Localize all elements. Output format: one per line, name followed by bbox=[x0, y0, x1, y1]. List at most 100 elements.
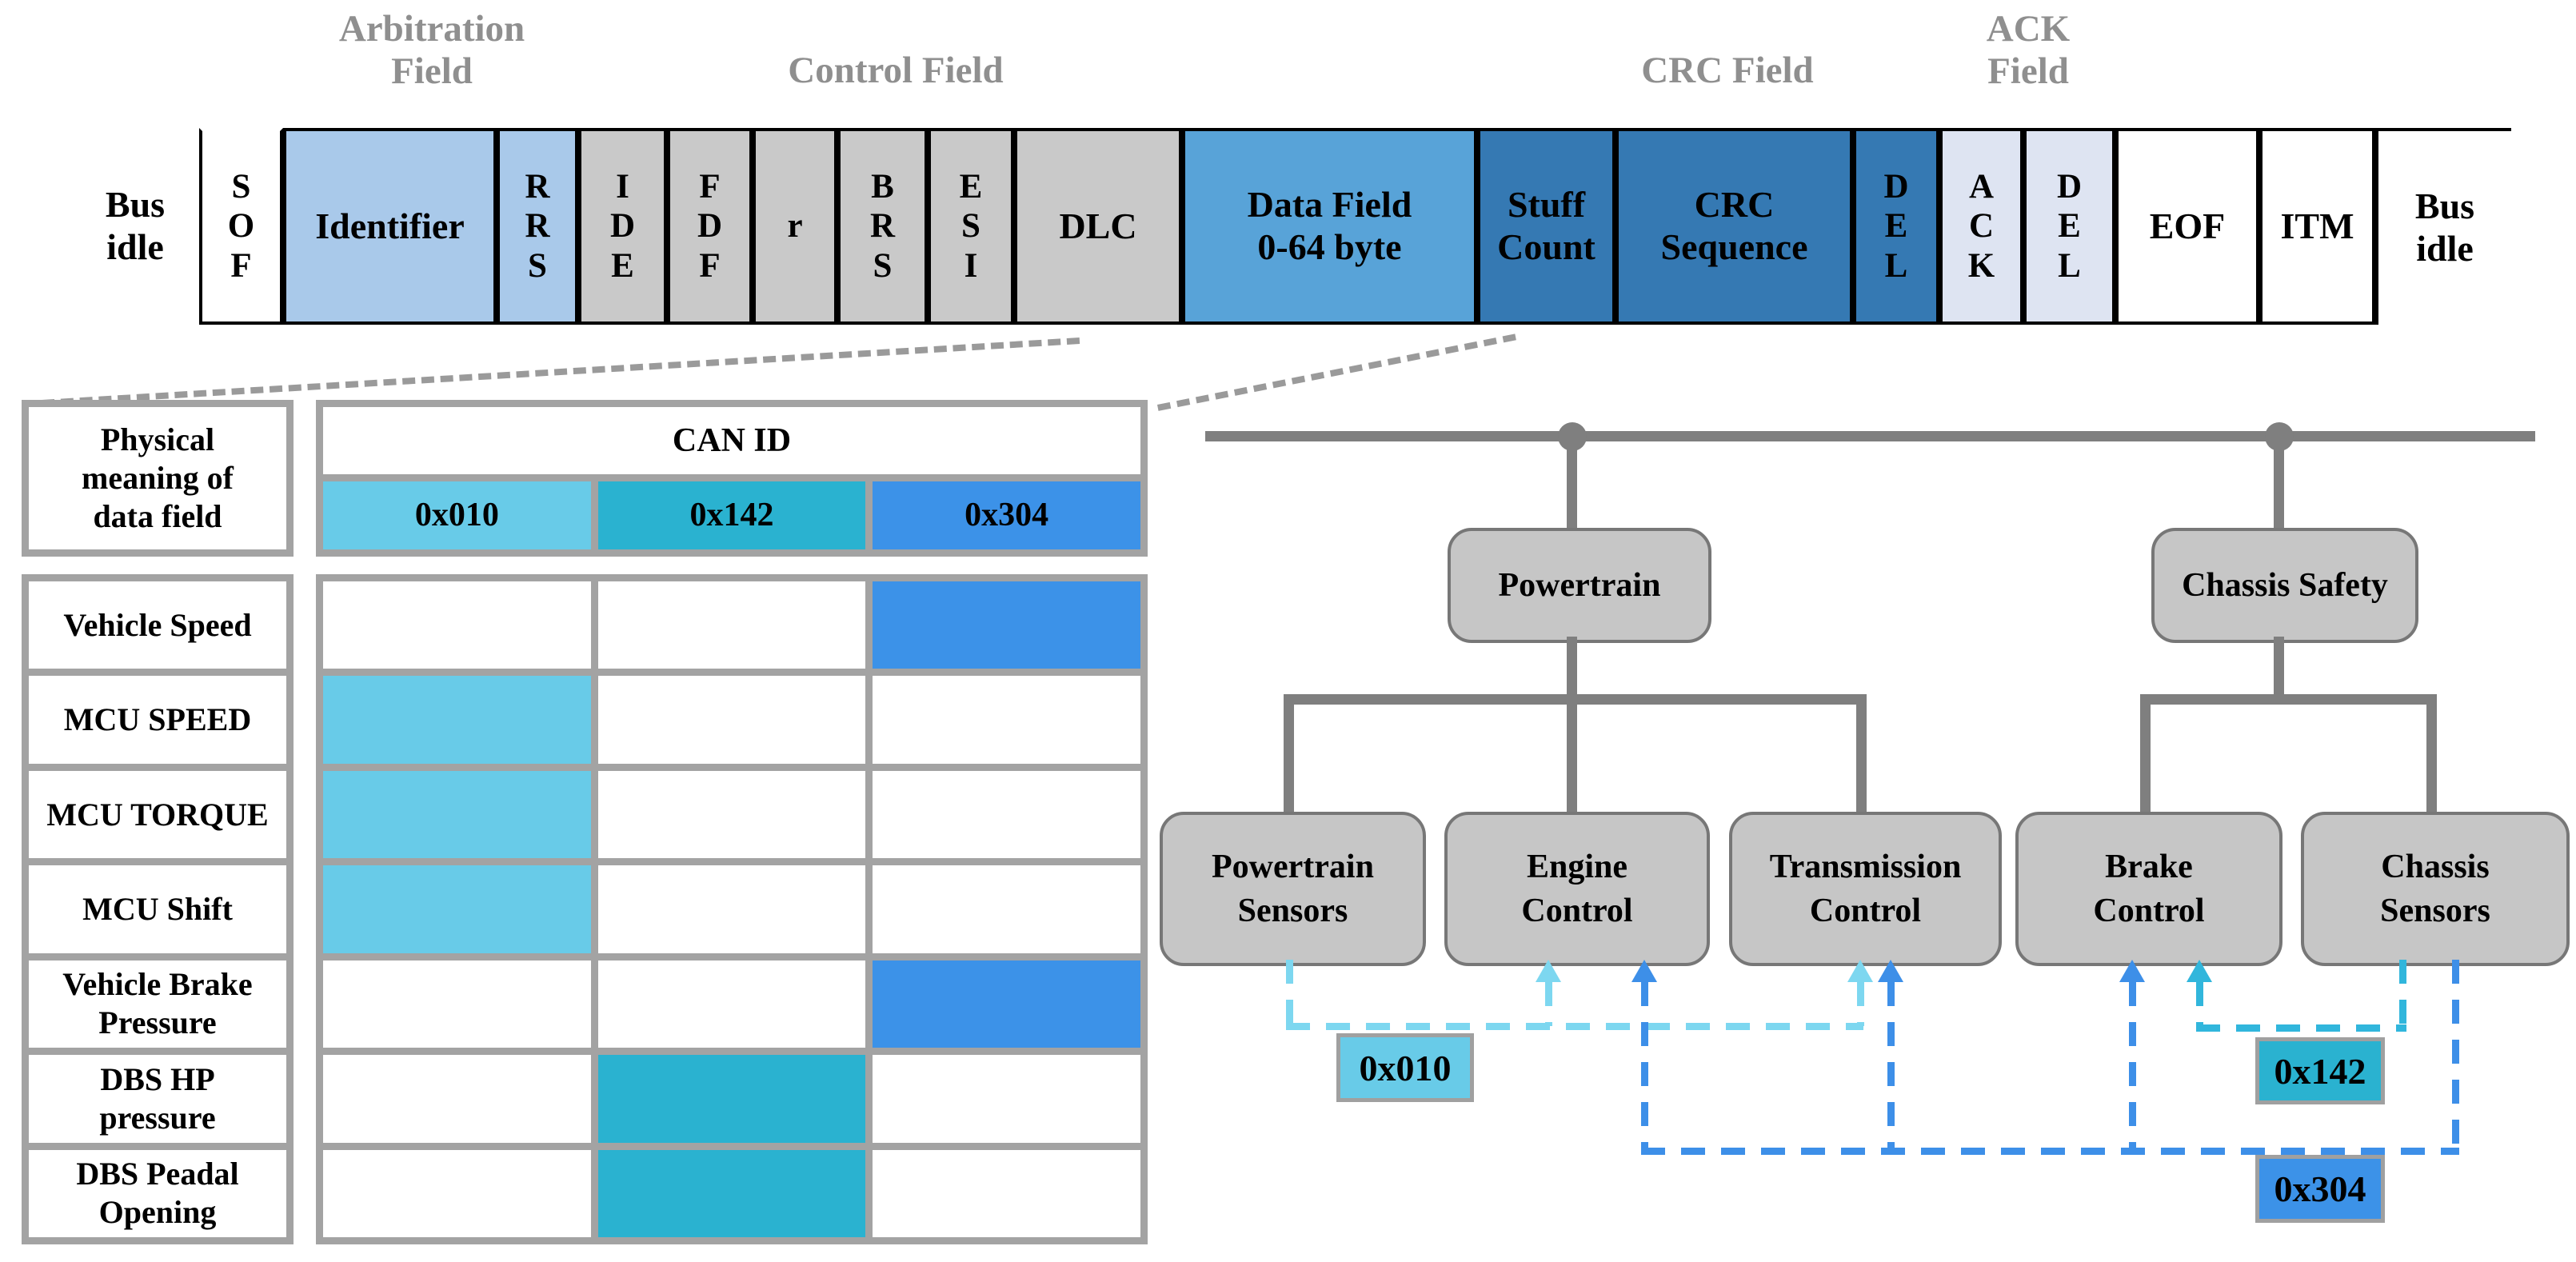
matrix-cell bbox=[597, 676, 866, 764]
can-id-0x142: 0x142 bbox=[597, 481, 866, 549]
route-0x010-arrow-transmission bbox=[1847, 960, 1873, 982]
matrix-cell bbox=[597, 865, 866, 953]
route-0x010-riser-engine bbox=[1545, 982, 1552, 1026]
drop-engine-control bbox=[1567, 694, 1577, 812]
matrix-cell bbox=[597, 770, 866, 859]
row-label-vehicle-speed: Vehicle Speed bbox=[29, 581, 286, 669]
matrix-cell bbox=[323, 1149, 591, 1237]
expansion-dash-left bbox=[42, 337, 1080, 406]
message-label-0x142: 0x142 bbox=[2255, 1037, 2385, 1104]
route-0x304-arrow-brake bbox=[2119, 960, 2145, 982]
matrix-cell bbox=[597, 1149, 866, 1237]
can-bus-line bbox=[1205, 431, 2535, 441]
route-0x142-horizontal bbox=[2196, 1024, 2406, 1032]
matrix-cell bbox=[597, 1055, 866, 1143]
route-0x304-arrow-transmission bbox=[1878, 960, 1903, 982]
matrix-cell bbox=[873, 960, 1140, 1048]
drop-brake-control bbox=[2140, 694, 2151, 812]
matrix-cell bbox=[323, 960, 591, 1048]
expansion-dash-right bbox=[1157, 333, 1516, 411]
node-powertrain: Powertrain bbox=[1448, 528, 1711, 643]
matrix-cell bbox=[873, 676, 1140, 764]
route-0x010-arrow-engine bbox=[1536, 960, 1561, 982]
row-label-mcu-shift: MCU Shift bbox=[29, 865, 286, 953]
route-0x142-drop bbox=[2399, 960, 2406, 1032]
route-0x304-arrow-engine bbox=[1631, 960, 1657, 982]
drop-powertrain-sensors bbox=[1284, 694, 1294, 812]
route-0x304-drop bbox=[2452, 960, 2459, 1155]
drop-chassis-sensors bbox=[2426, 694, 2437, 812]
matrix-cell bbox=[597, 960, 866, 1048]
row-label-mcu-speed: MCU SPEED bbox=[29, 676, 286, 764]
matrix-cell bbox=[323, 581, 591, 669]
stem-powertrain bbox=[1567, 436, 1577, 528]
route-0x304-riser-brake bbox=[2129, 982, 2136, 1148]
stem-powertrain-down bbox=[1567, 637, 1577, 694]
node-chassis-safety: Chassis Safety bbox=[2151, 528, 2418, 643]
route-0x304-horizontal bbox=[1641, 1148, 2459, 1155]
can-id-0x010: 0x010 bbox=[323, 481, 591, 549]
route-0x142-riser-brake bbox=[2196, 982, 2203, 1028]
signal-label-column: Vehicle Speed MCU SPEED MCU TORQUE MCU S… bbox=[22, 574, 294, 1244]
stem-chassis-down bbox=[2274, 637, 2284, 694]
stem-chassis bbox=[2274, 436, 2284, 528]
frame-segment-itm: ITM bbox=[2259, 128, 2375, 325]
frame-segment-dlc: DLC bbox=[1014, 128, 1182, 325]
route-0x142-arrow-brake bbox=[2187, 960, 2212, 982]
row-label-mcu-torque: MCU TORQUE bbox=[29, 770, 286, 859]
can-id-header: CAN ID bbox=[323, 407, 1140, 474]
frame-segment-r: r bbox=[753, 128, 837, 325]
matrix-cell bbox=[323, 770, 591, 859]
frame-segment-eof: EOF bbox=[2115, 128, 2259, 325]
message-label-0x010: 0x010 bbox=[1336, 1033, 1474, 1102]
signal-canid-matrix bbox=[316, 574, 1148, 1244]
matrix-cell bbox=[323, 676, 591, 764]
matrix-cell bbox=[873, 1055, 1140, 1143]
connector-chassis bbox=[2140, 694, 2437, 705]
frame-segment-identifier: Identifier bbox=[283, 128, 497, 325]
matrix-cell bbox=[873, 581, 1140, 669]
matrix-cell bbox=[597, 581, 866, 669]
message-label-0x304: 0x304 bbox=[2255, 1155, 2385, 1223]
matrix-cell bbox=[873, 865, 1140, 953]
matrix-cell bbox=[323, 1055, 591, 1143]
can-id-table: CAN ID 0x010 0x142 0x304 bbox=[316, 400, 1148, 557]
route-0x010-drop bbox=[1286, 960, 1293, 1030]
route-0x304-riser-engine bbox=[1641, 982, 1648, 1148]
can-id-0x304: 0x304 bbox=[873, 481, 1140, 549]
crc-field-label: CRC Field bbox=[1641, 50, 1814, 91]
route-0x010-horizontal bbox=[1286, 1023, 1863, 1030]
matrix-cell bbox=[873, 1149, 1140, 1237]
drop-transmission-control bbox=[1856, 694, 1867, 812]
matrix-cell bbox=[873, 770, 1140, 859]
control-field-label: Control Field bbox=[788, 50, 1004, 91]
route-0x304-riser-transmission bbox=[1887, 982, 1895, 1148]
route-0x010-riser-transmission bbox=[1857, 982, 1864, 1026]
